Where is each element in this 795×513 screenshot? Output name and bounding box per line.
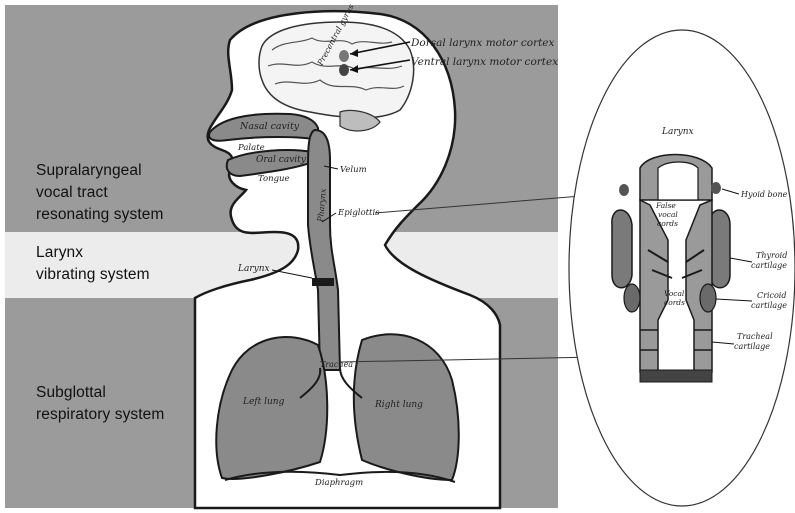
tracheal-cartilage-label-2: cartilage bbox=[734, 342, 770, 351]
false-vocal-cords-label-3: cords bbox=[657, 219, 678, 228]
larynx-band-line-1: Larynx bbox=[36, 242, 150, 264]
nasal-cavity-label: Nasal cavity bbox=[239, 121, 300, 132]
dorsal-larynx-motor-cortex-mark bbox=[339, 50, 349, 62]
thyroid-cartilage-label-1: Thyroid bbox=[756, 251, 787, 260]
vocal-cords-label-2: cords bbox=[664, 298, 685, 307]
larynx-ring bbox=[312, 278, 334, 286]
vocal-cords-label-1: Vocal bbox=[664, 289, 685, 298]
epiglottis-label: Epiglottis bbox=[337, 208, 380, 218]
larynx-label: Larynx bbox=[237, 264, 270, 274]
larynx-band-label: Larynx vibrating system bbox=[36, 242, 150, 286]
cricoid-cartilage-label-1: Cricoid bbox=[757, 291, 786, 300]
velum-label: Velum bbox=[340, 165, 367, 175]
thyroid-cartilage-label-2: cartilage bbox=[751, 261, 787, 270]
dorsal-larynx-motor-cortex-label: Dorsal larynx motor cortex bbox=[410, 37, 555, 49]
left-lung-label: Left lung bbox=[242, 397, 285, 407]
supralaryngeal-band-label: Supralaryngeal vocal tract resonating sy… bbox=[36, 160, 163, 226]
diaphragm-label: Diaphragm bbox=[314, 478, 363, 488]
supralaryngeal-line-3: resonating system bbox=[36, 204, 163, 226]
cricoid-cartilage-label-2: cartilage bbox=[751, 301, 787, 310]
supralaryngeal-line-2: vocal tract bbox=[36, 182, 163, 204]
tongue-label: Tongue bbox=[258, 174, 290, 184]
hyoid-bone-label: Hyoid bone bbox=[740, 190, 788, 199]
inset-title: Larynx bbox=[661, 127, 694, 137]
subglottal-band-label: Subglottal respiratory system bbox=[36, 382, 164, 426]
ventral-larynx-motor-cortex-mark bbox=[339, 64, 349, 76]
palate-label: Palate bbox=[237, 143, 265, 153]
supralaryngeal-line-1: Supralaryngeal bbox=[36, 160, 163, 182]
tracheal-cartilage-label-1: Tracheal bbox=[737, 332, 773, 341]
subglottal-line-2: respiratory system bbox=[36, 404, 164, 426]
ventral-larynx-motor-cortex-label: Ventral larynx motor cortex bbox=[411, 56, 558, 68]
subglottal-line-1: Subglottal bbox=[36, 382, 164, 404]
false-vocal-cords-label-1: False bbox=[655, 201, 676, 210]
oral-cavity-label: Oral cavity bbox=[256, 155, 307, 165]
false-vocal-cords-label-2: vocal bbox=[658, 210, 678, 219]
larynx-band-line-2: vibrating system bbox=[36, 264, 150, 286]
right-lung-label: Right lung bbox=[374, 400, 423, 410]
